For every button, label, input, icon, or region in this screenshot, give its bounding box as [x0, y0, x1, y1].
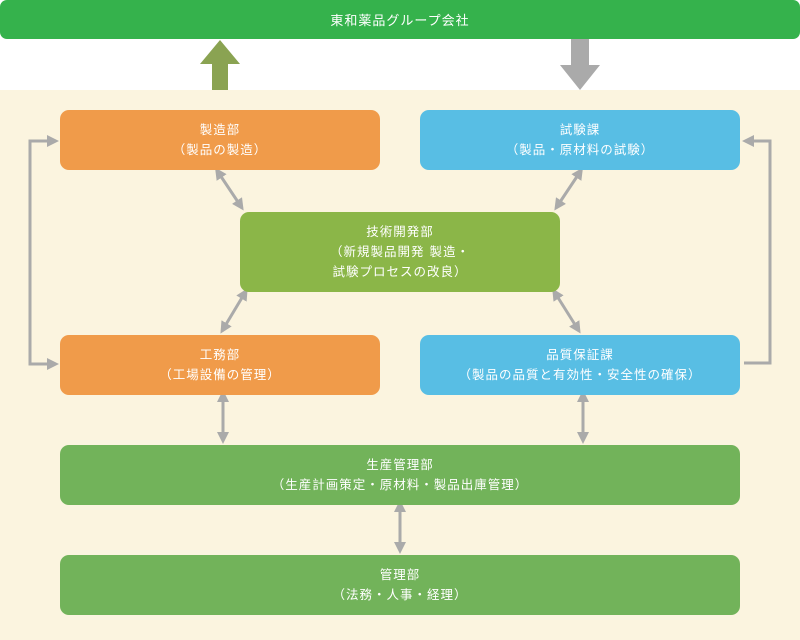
dept-title: 管理部 — [379, 567, 421, 582]
group-company-bar: 東和薬品グループ会社 — [0, 0, 800, 39]
dept-title: 試験課 — [559, 122, 601, 137]
dept-description: （製品の製造） — [172, 142, 268, 157]
dept-box-gijutsu: 技術開発部 （新規製品開発 製造・ 試験プロセスの改良） — [240, 212, 560, 292]
dept-title: 品質保証課 — [546, 347, 614, 362]
dept-description: （製品の品質と有効性・安全性の確保） — [458, 367, 702, 382]
dept-box-seizo: 製造部 （製品の製造） — [60, 110, 380, 170]
dept-box-koumu: 工務部 （工場設備の管理） — [60, 335, 380, 395]
dept-box-hinshitsu: 品質保証課 （製品の品質と有効性・安全性の確保） — [420, 335, 740, 395]
arrow-down-from-group-icon — [560, 39, 600, 90]
arrow-up-to-group-icon — [200, 40, 240, 90]
dept-title: 工務部 — [199, 347, 241, 362]
dept-title: 生産管理部 — [366, 457, 434, 472]
dept-box-seisan: 生産管理部 （生産計画策定・原材料・製品出庫管理） — [60, 445, 740, 505]
dept-title: 製造部 — [199, 122, 241, 137]
dept-description: （製品・原材料の試験） — [505, 142, 655, 157]
dept-description: （生産計画策定・原材料・製品出庫管理） — [271, 477, 529, 492]
dept-description-line-2: 試験プロセスの改良） — [332, 264, 468, 279]
dept-description: （法務・人事・経理） — [332, 587, 468, 602]
dept-description: （工場設備の管理） — [159, 367, 281, 382]
dept-box-shiken: 試験課 （製品・原材料の試験） — [420, 110, 740, 170]
dept-title: 技術開発部 — [366, 224, 434, 239]
group-company-title: 東和薬品グループ会社 — [330, 14, 470, 29]
dept-box-kanri: 管理部 （法務・人事・経理） — [60, 555, 740, 615]
dept-description-line-1: （新規製品開発 製造・ — [330, 244, 470, 259]
